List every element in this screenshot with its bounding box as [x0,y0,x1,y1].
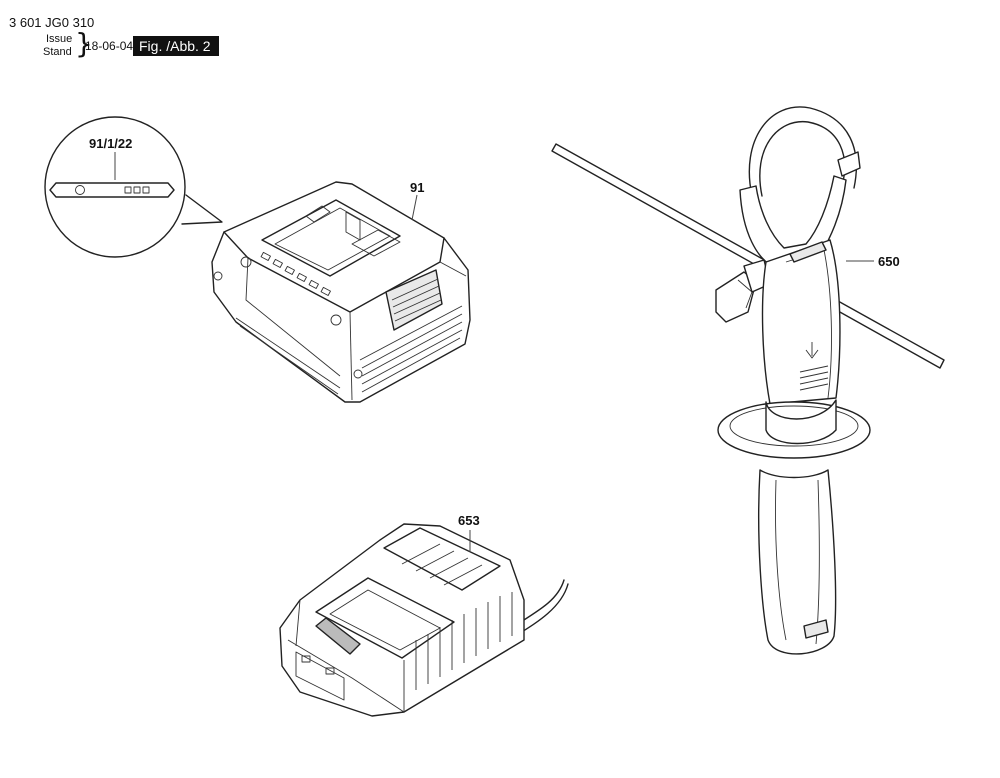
issue-date: 18-06-04 [85,39,134,53]
stand-label: Stand [43,46,72,58]
auxiliary-handle: 650 [551,106,945,655]
document-number: 3 601 JG0 310 [9,15,95,30]
charger: 653 [279,513,569,717]
callout-91: 91 [410,180,424,195]
battery-pack: 91 [211,180,471,403]
detail-view-label-plate: 91/1/22 [44,116,223,258]
figure-label: Fig. /Abb. 2 [133,36,219,56]
issue-brace: } [75,27,93,60]
callout-653: 653 [458,513,480,528]
callout-650: 650 [878,254,900,269]
issue-label: Issue [46,33,73,45]
callout-91-1-22: 91/1/22 [89,136,132,151]
